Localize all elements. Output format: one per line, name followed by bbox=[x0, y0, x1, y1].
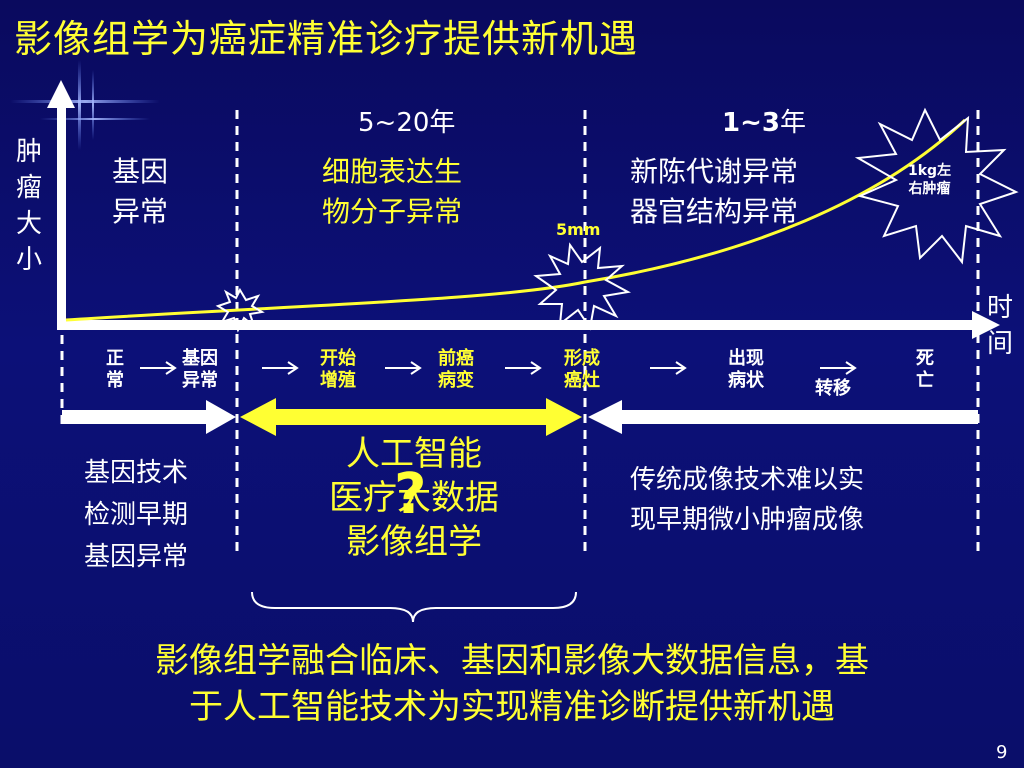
left-box-text: 基因技术 检测早期 基因异常 bbox=[84, 458, 189, 572]
period-middle-label: 5~20年 bbox=[358, 108, 456, 138]
right-period-arrow bbox=[588, 400, 978, 434]
period-right-number: 1~3 bbox=[722, 108, 780, 138]
flow-step-gene: 基因异常 bbox=[182, 348, 218, 391]
middle-period-arrow bbox=[240, 398, 582, 436]
flow-step-death: 死亡 bbox=[916, 348, 934, 391]
flow-step-symptoms: 出现病状 bbox=[728, 348, 764, 391]
page-number: 9 bbox=[996, 742, 1008, 763]
curly-brace bbox=[251, 591, 577, 623]
stage-cell-abnormal: 细胞表达生 物分子异常 bbox=[322, 155, 463, 228]
x-axis-label: 时间 bbox=[986, 293, 1013, 359]
flow-arrows bbox=[140, 361, 857, 375]
left-period-arrow bbox=[62, 400, 236, 434]
conclusion-text: 影像组学融合临床、基因和影像大数据信息，基 于人工智能技术为实现精准诊断提供新机… bbox=[155, 641, 869, 727]
period-right-unit: 年 bbox=[779, 108, 806, 138]
y-axis-arrow-icon bbox=[47, 80, 75, 108]
period-right-label: 1~3年 bbox=[722, 102, 806, 139]
large-starburst-icon bbox=[854, 107, 1019, 265]
period-dividers bbox=[60, 110, 980, 555]
y-axis-label: 肿瘤大小 bbox=[15, 137, 42, 275]
flow-step-normal: 正常 bbox=[106, 348, 124, 391]
x-axis bbox=[57, 311, 1000, 339]
marker-5mm: 5mm bbox=[556, 220, 601, 239]
flow-step-proliferation: 开始增殖 bbox=[320, 348, 356, 391]
page-title: 影像组学为癌症精准诊疗提供新机遇 bbox=[14, 17, 639, 61]
flow-step-metastasis: 转移 bbox=[815, 378, 851, 399]
question-mark-icon: ? bbox=[394, 462, 427, 527]
y-axis bbox=[47, 80, 75, 326]
medium-starburst-icon bbox=[533, 242, 632, 331]
flow-step-precancer: 前癌病变 bbox=[438, 348, 474, 391]
x-axis-arrow-icon bbox=[972, 311, 1000, 339]
stage-organ-abnormal: 新陈代谢异常 器官结构异常 bbox=[630, 155, 799, 228]
flow-step-lesion: 形成癌灶 bbox=[564, 348, 600, 391]
stage-gene-abnormal: 基因 异常 bbox=[112, 155, 169, 228]
right-box-text: 传统成像技术难以实 现早期微小肿瘤成像 bbox=[630, 465, 865, 535]
center-box-text: 人工智能 医疗大数据 影像组学 bbox=[329, 434, 499, 562]
small-starburst-icon bbox=[215, 287, 265, 333]
sparkle-decoration bbox=[10, 60, 160, 150]
tumor-growth-curve bbox=[65, 118, 967, 322]
marker-1kg: 1kg左 右肿瘤 bbox=[908, 163, 952, 197]
